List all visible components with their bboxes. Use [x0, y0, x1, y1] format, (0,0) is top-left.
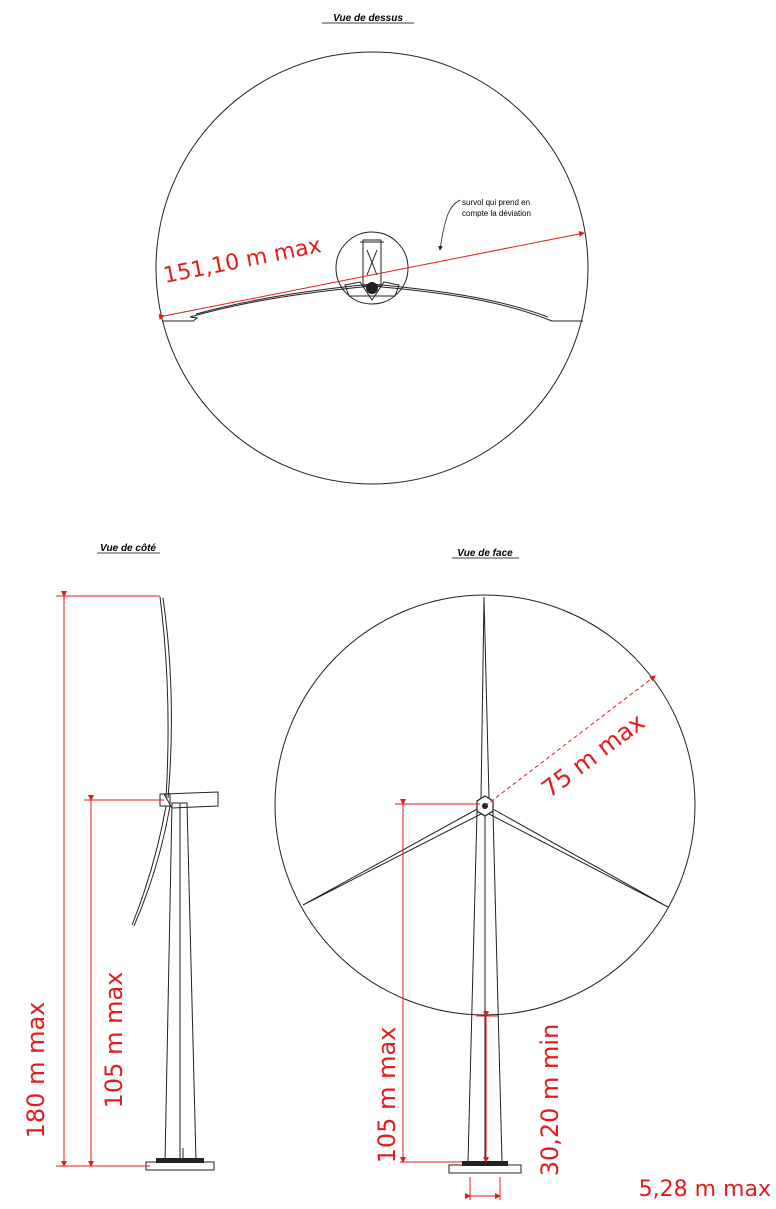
front-view-title: Vue de face: [457, 548, 513, 559]
top-view-rotor-circle: [155, 51, 589, 485]
top-view: Vue de dessus 151,10 m max survol qui pr…: [155, 13, 589, 485]
side-view-foundation-top: [156, 1158, 204, 1163]
side-view-blade-up-edge: [162, 597, 172, 799]
front-view-blade-right: [488, 807, 669, 908]
front-view-radius-line: [484, 675, 656, 807]
top-view-note-line1: survol qui prend en: [462, 198, 530, 207]
top-view-dimension-line: [158, 231, 585, 320]
side-view-total-height-label: 180 m max: [22, 1002, 50, 1139]
side-view-blade-up: [159, 596, 169, 799]
top-view-ground-left: [162, 316, 199, 322]
top-view-spinner: [366, 282, 378, 294]
side-view-foundation: [145, 1161, 215, 1171]
front-view-blade-left: [302, 807, 482, 906]
front-view: Vue de face 75 m max 105 m max 30,20 m m…: [274, 548, 771, 1202]
front-view-hub-height-label: 105 m max: [373, 1027, 401, 1164]
front-view-base-width-label: 5,28 m max: [639, 1177, 771, 1202]
front-view-radius-label: 75 m max: [536, 708, 650, 803]
side-view-blade-down: [131, 805, 167, 926]
top-view-dimension-label: 151,10 m max: [161, 233, 323, 289]
top-view-note-line2: compte la déviation: [462, 209, 531, 218]
side-view-blade-down-edge: [133, 805, 171, 927]
front-view-foundation-top: [462, 1161, 508, 1166]
front-view-blade-top: [480, 596, 490, 799]
front-view-foundation: [448, 1164, 522, 1174]
side-view-hub-height-label: 105 m max: [100, 972, 128, 1109]
side-view-nacelle: [163, 791, 219, 809]
top-view-title: Vue de dessus: [333, 13, 403, 24]
side-view-title: Vue de côté: [100, 543, 156, 554]
top-view-note-leader: [438, 199, 461, 251]
front-view-clearance-label: 30,20 m min: [536, 1024, 564, 1177]
side-view: Vue de côté 180 m max 105 m max: [22, 543, 219, 1171]
